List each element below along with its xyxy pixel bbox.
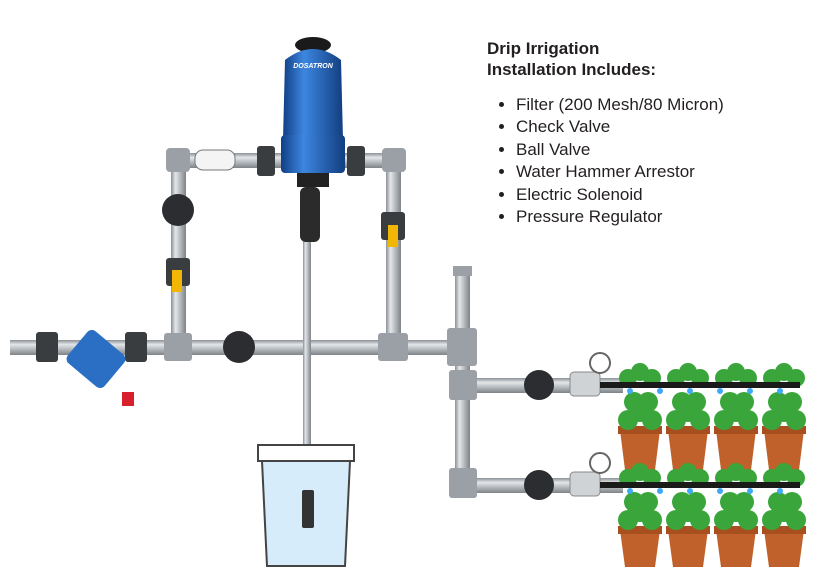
list-item: Ball Valve <box>516 139 724 161</box>
leaf <box>686 392 706 412</box>
leaf <box>690 410 710 430</box>
drip-emitter <box>657 488 663 494</box>
pot <box>620 430 660 470</box>
plants <box>600 363 806 567</box>
pot <box>716 530 756 567</box>
list-item: Check Valve <box>516 116 724 138</box>
dosatron-logo: DOSATRON <box>293 63 333 70</box>
leaf <box>672 392 692 412</box>
drip-emitter <box>717 488 723 494</box>
leaf <box>642 410 662 430</box>
dosatron-injector: DOSATRON <box>281 37 345 242</box>
pot-rim <box>762 526 806 534</box>
drip-emitter <box>717 388 723 394</box>
pot-rim <box>714 526 758 534</box>
drip-emitter <box>777 388 783 394</box>
leaf <box>638 392 658 412</box>
electric-solenoid-icon <box>162 194 554 500</box>
leaf <box>642 510 662 530</box>
leaf <box>762 510 782 530</box>
leaf <box>690 510 710 530</box>
leaf <box>666 410 686 430</box>
filter-icon <box>66 329 134 406</box>
unions <box>36 146 365 362</box>
drip-emitter <box>657 388 663 394</box>
leaf <box>734 492 754 512</box>
leaf <box>782 392 802 412</box>
leaf <box>786 510 806 530</box>
leaf <box>734 392 754 412</box>
pot <box>764 430 804 470</box>
pot-rim <box>618 526 662 534</box>
pot-rim <box>618 426 662 434</box>
list-item: Pressure Regulator <box>516 206 724 228</box>
pot <box>668 430 708 470</box>
pot-rim <box>666 526 710 534</box>
leaf <box>782 492 802 512</box>
leaf <box>618 410 638 430</box>
leaf <box>738 510 758 530</box>
pot-rim <box>714 426 758 434</box>
bucket <box>257 444 355 567</box>
leaf <box>638 492 658 512</box>
list-item: Electric Solenoid <box>516 184 724 206</box>
pressure-regulator-icon <box>569 352 611 497</box>
leaf <box>624 492 644 512</box>
list-item: Water Hammer Arrestor <box>516 161 724 183</box>
drip-emitter <box>687 488 693 494</box>
pot <box>668 530 708 567</box>
drip-line <box>600 382 800 388</box>
pot-rim <box>762 426 806 434</box>
leaf <box>720 492 740 512</box>
list-item: Filter (200 Mesh/80 Micron) <box>516 94 724 116</box>
drip-emitter <box>747 488 753 494</box>
leaf <box>714 510 734 530</box>
leaf <box>666 510 686 530</box>
component-list: Filter (200 Mesh/80 Micron) Check Valve … <box>487 94 724 228</box>
pot <box>716 430 756 470</box>
leaf <box>762 410 782 430</box>
leaf <box>768 492 788 512</box>
drip-line <box>600 482 800 488</box>
drip-emitter <box>747 388 753 394</box>
drip-emitter <box>777 488 783 494</box>
drip-emitter <box>627 388 633 394</box>
drip-emitter <box>627 488 633 494</box>
check-valve <box>194 149 236 171</box>
drip-emitter <box>687 388 693 394</box>
legend-title-line2: Installation Includes: <box>487 60 657 79</box>
legend-title-line1: Drip Irrigation <box>487 39 600 58</box>
pot-rim <box>666 426 710 434</box>
leaf <box>786 410 806 430</box>
pot <box>764 530 804 567</box>
pot <box>620 530 660 567</box>
leaf <box>738 410 758 430</box>
leaf <box>624 392 644 412</box>
leaf <box>768 392 788 412</box>
leaf <box>720 392 740 412</box>
leaf <box>618 510 638 530</box>
leaf <box>686 492 706 512</box>
leaf <box>714 410 734 430</box>
leaf <box>672 492 692 512</box>
ball-valve-icon <box>166 212 405 292</box>
